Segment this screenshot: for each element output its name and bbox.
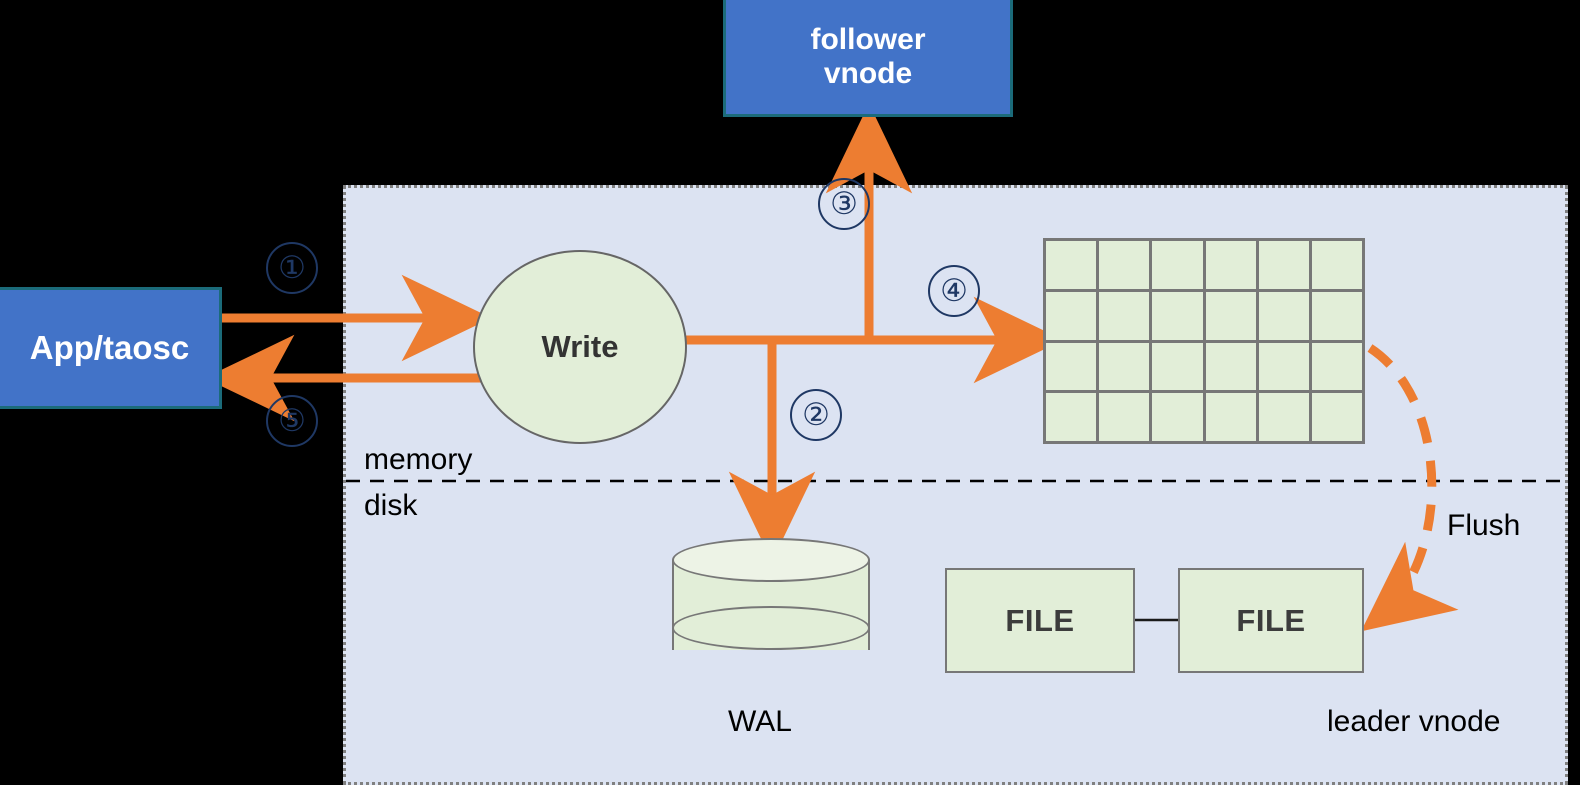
disk-label: disk	[364, 489, 418, 522]
memtable-cell	[1099, 342, 1150, 391]
memtable-cell	[1152, 291, 1203, 340]
file-box-2[interactable]: FILE	[1178, 568, 1364, 673]
step-badge-3: ③	[818, 178, 870, 230]
memtable-cell	[1046, 241, 1097, 289]
wal-cylinder	[672, 538, 870, 672]
step-badge-1: ①	[266, 242, 318, 294]
flush-label: Flush	[1447, 509, 1521, 542]
memtable-cell	[1099, 291, 1150, 340]
cylinder-top	[672, 538, 870, 582]
memtable-cell	[1258, 342, 1309, 391]
memtable-cell	[1046, 291, 1097, 340]
memtable-cell	[1258, 241, 1309, 289]
memtable-cell	[1152, 241, 1203, 289]
memtable-cell	[1152, 342, 1203, 391]
cylinder-bottom	[672, 606, 870, 650]
step-badge-5: ⑤	[266, 395, 318, 447]
memtable-cell	[1311, 342, 1362, 391]
memtable-cell	[1311, 241, 1362, 289]
leader-vnode-label: leader vnode	[1327, 705, 1501, 738]
write-node[interactable]: Write	[473, 250, 687, 444]
memtable-cell	[1258, 393, 1309, 441]
arrow-flush	[1361, 344, 1459, 632]
memtable-cell	[1311, 393, 1362, 441]
wal-label: WAL	[728, 705, 792, 738]
memtable-cell	[1311, 291, 1362, 340]
app-taosc-box[interactable]: App/taosc	[0, 287, 222, 409]
memtable-cell	[1046, 393, 1097, 441]
memtable-cell	[1205, 342, 1256, 391]
memtable-cell	[1205, 393, 1256, 441]
memtable-grid	[1043, 238, 1365, 444]
memtable-cell	[1205, 241, 1256, 289]
memtable-cell	[1099, 393, 1150, 441]
file-box-1[interactable]: FILE	[945, 568, 1135, 673]
memory-label: memory	[364, 443, 473, 476]
memtable-cell	[1258, 291, 1309, 340]
memtable-cell	[1205, 291, 1256, 340]
memtable-cell	[1099, 241, 1150, 289]
step-badge-2: ②	[790, 389, 842, 441]
memtable-cell	[1152, 393, 1203, 441]
memtable-cell	[1046, 342, 1097, 391]
step-badge-4: ④	[928, 265, 980, 317]
